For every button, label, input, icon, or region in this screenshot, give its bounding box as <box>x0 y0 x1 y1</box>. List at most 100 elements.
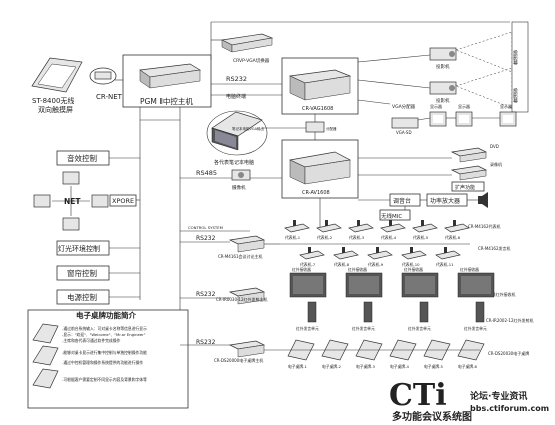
delegate-label: CR-M4162发言机 <box>478 245 510 251</box>
delegate-unit-label: 代表机-7 <box>300 262 316 267</box>
control-system-label: CONTROL SYSTEM <box>188 225 223 230</box>
power-control-label: 电源控制 <box>67 292 97 302</box>
delegate-unit-label: 代表机-5 <box>413 235 429 240</box>
projector-1-icon <box>429 47 457 61</box>
delegate-unit <box>299 247 325 260</box>
amp-label: 功率放大器 <box>430 197 460 205</box>
rs232-b-label: RS232 <box>196 291 216 298</box>
av-matrix-label: CR-AV1608 <box>302 190 330 196</box>
nameplate-unit-label: 电子桌牌-6 <box>458 364 478 369</box>
delegate-unit <box>367 247 393 260</box>
ir-receiver-panel <box>289 272 327 298</box>
rs485-label: RS485 <box>196 169 217 177</box>
ir-speaker-unit <box>419 301 429 323</box>
intro-line-2: -显示："欢迎"、"Welcome"、"Mr.or Engineer" <box>62 332 146 337</box>
ir-speaker-label: 红外发言单元 <box>352 326 375 331</box>
av-matrix-device-icon <box>288 151 352 185</box>
ir-speaker-unit <box>475 301 485 323</box>
screen-label-1: 投影幕 <box>512 49 518 66</box>
nameplate-unit-label: 电子桌牌-1 <box>288 364 308 369</box>
vcr-icon <box>450 165 488 181</box>
laptop-vga-note: 笔记本电脑VGA输出 <box>232 126 265 131</box>
delegate-unit <box>401 247 427 260</box>
delegate-unit-label: 代表机-6 <box>445 235 461 240</box>
rs232-c-label: RS232 <box>196 339 216 346</box>
intro-line-4: -能够对桌卡显示进行集中控制与单独控制操作功能 <box>62 350 147 355</box>
delegate-unit <box>348 220 374 233</box>
projection-screen <box>511 21 529 113</box>
nameplate-unit-label: 电子桌牌-5 <box>424 364 444 369</box>
ir-speaker-unit <box>307 301 317 323</box>
scaler-box <box>305 121 325 133</box>
ir-receiver-panel <box>457 272 495 298</box>
mixer-label: 调音台 <box>393 197 411 205</box>
host2-device-icon <box>228 287 266 305</box>
delegate-unit <box>333 247 359 260</box>
delegate-unit-label: 代表机-3 <box>349 235 365 240</box>
delegate-unit <box>316 220 342 233</box>
intro-nameplate-icons <box>32 323 59 389</box>
wireless-mic-box <box>379 209 411 221</box>
touch-panel-icon <box>31 57 83 93</box>
ir-speaker-label: 红外发言单元 <box>408 326 431 331</box>
spk-func-label: 扩声功能 <box>455 184 475 191</box>
speaker-icon <box>478 192 488 208</box>
net-cluster <box>33 171 109 231</box>
ir-receiver-panel <box>345 272 383 298</box>
nameplate-unit-label: 电子桌牌-2 <box>322 364 342 369</box>
ir-speaker-label: 红外发言单元 <box>296 326 319 331</box>
delegate-unit-label: 代表机-11 <box>436 262 454 267</box>
nameplate-label: CR-DS20030电子桌牌 <box>488 350 529 356</box>
host3-label: CR-DS20000电子桌牌主机 <box>214 357 263 363</box>
delegate-unit <box>412 220 438 233</box>
pc-label: 电脑终端 <box>226 93 246 100</box>
main-host-label: PGM Ⅱ中控主机 <box>140 96 193 106</box>
delegate-unit-label: 代表机-10 <box>402 262 420 267</box>
monitor-icons <box>429 111 517 127</box>
projector-1-label: 投影机 <box>436 63 450 70</box>
intro-line-1: -通过前台系统输入：可对桌卡名称等信息进行显示 <box>62 326 147 331</box>
projector-2-label: 投影机 <box>436 97 450 104</box>
main-host-device-icon <box>139 63 202 89</box>
watermark-side2: bbs.ctiforum.com <box>470 404 549 413</box>
delegate-unit-label: 代表机-4 <box>381 235 397 240</box>
delegate-unit-label: 代表机-2 <box>317 235 333 240</box>
watermark-big: CTi <box>389 378 447 413</box>
touch-panel-label-1: ST-8400无线 <box>32 96 74 105</box>
laptop-icon <box>211 111 263 151</box>
host2-label: CR-IR0030-12红外发射主机 <box>216 296 268 302</box>
ir-receiver-label: 红外接收器 <box>404 267 423 272</box>
vga-sd-box <box>391 117 419 129</box>
touch-panel-label-2: 双向触摸屏 <box>38 105 73 114</box>
projector-2-icon <box>429 81 457 95</box>
scaler-label: 分配器 <box>326 126 337 131</box>
ir-receiver-label: 红外接收器 <box>292 267 311 272</box>
monitor-label-3: 显示器 <box>500 104 512 109</box>
camera-icon <box>231 169 251 181</box>
intro-title: 电子桌牌功能简介 <box>76 310 136 320</box>
delegate-unit <box>444 220 470 233</box>
curtain-control-label: 窗帘控制 <box>67 268 97 278</box>
monitor-label-1: 显示器 <box>430 104 442 109</box>
ir-small-label: CR-IR2002-12红外发射机 <box>486 317 534 323</box>
watermark-side1: 论坛·专业资讯 <box>470 390 527 402</box>
vga-matrix-device-icon <box>288 69 352 101</box>
dvd-icon <box>450 147 488 163</box>
ir-receiver-label: 红外接收器 <box>460 267 479 272</box>
screen-label-2: 投影幕 <box>512 87 518 104</box>
host1-device-icon <box>228 235 266 253</box>
ir-receiver-panel <box>401 272 439 298</box>
delegate-unit-label: 代表机-1 <box>285 235 301 240</box>
wireless-mic-label: 无线MIC <box>381 212 402 220</box>
intro-line-3: -主席和各代表可通过软件完成操作 <box>62 338 121 343</box>
ir-speaker-label: 红外发言单元 <box>464 326 487 331</box>
delegate-unit <box>380 220 406 233</box>
intro-line-6: -可根据客户需要定制不同显示内容及背景和字体等 <box>62 377 147 382</box>
delegate-unit <box>284 220 310 233</box>
audio-control-label: 音效控制 <box>67 153 97 163</box>
light-control-label: 灯光环境控制 <box>58 244 100 253</box>
delegate-unit <box>435 247 461 260</box>
vga-dist-label: VGA分配器 <box>392 103 416 110</box>
